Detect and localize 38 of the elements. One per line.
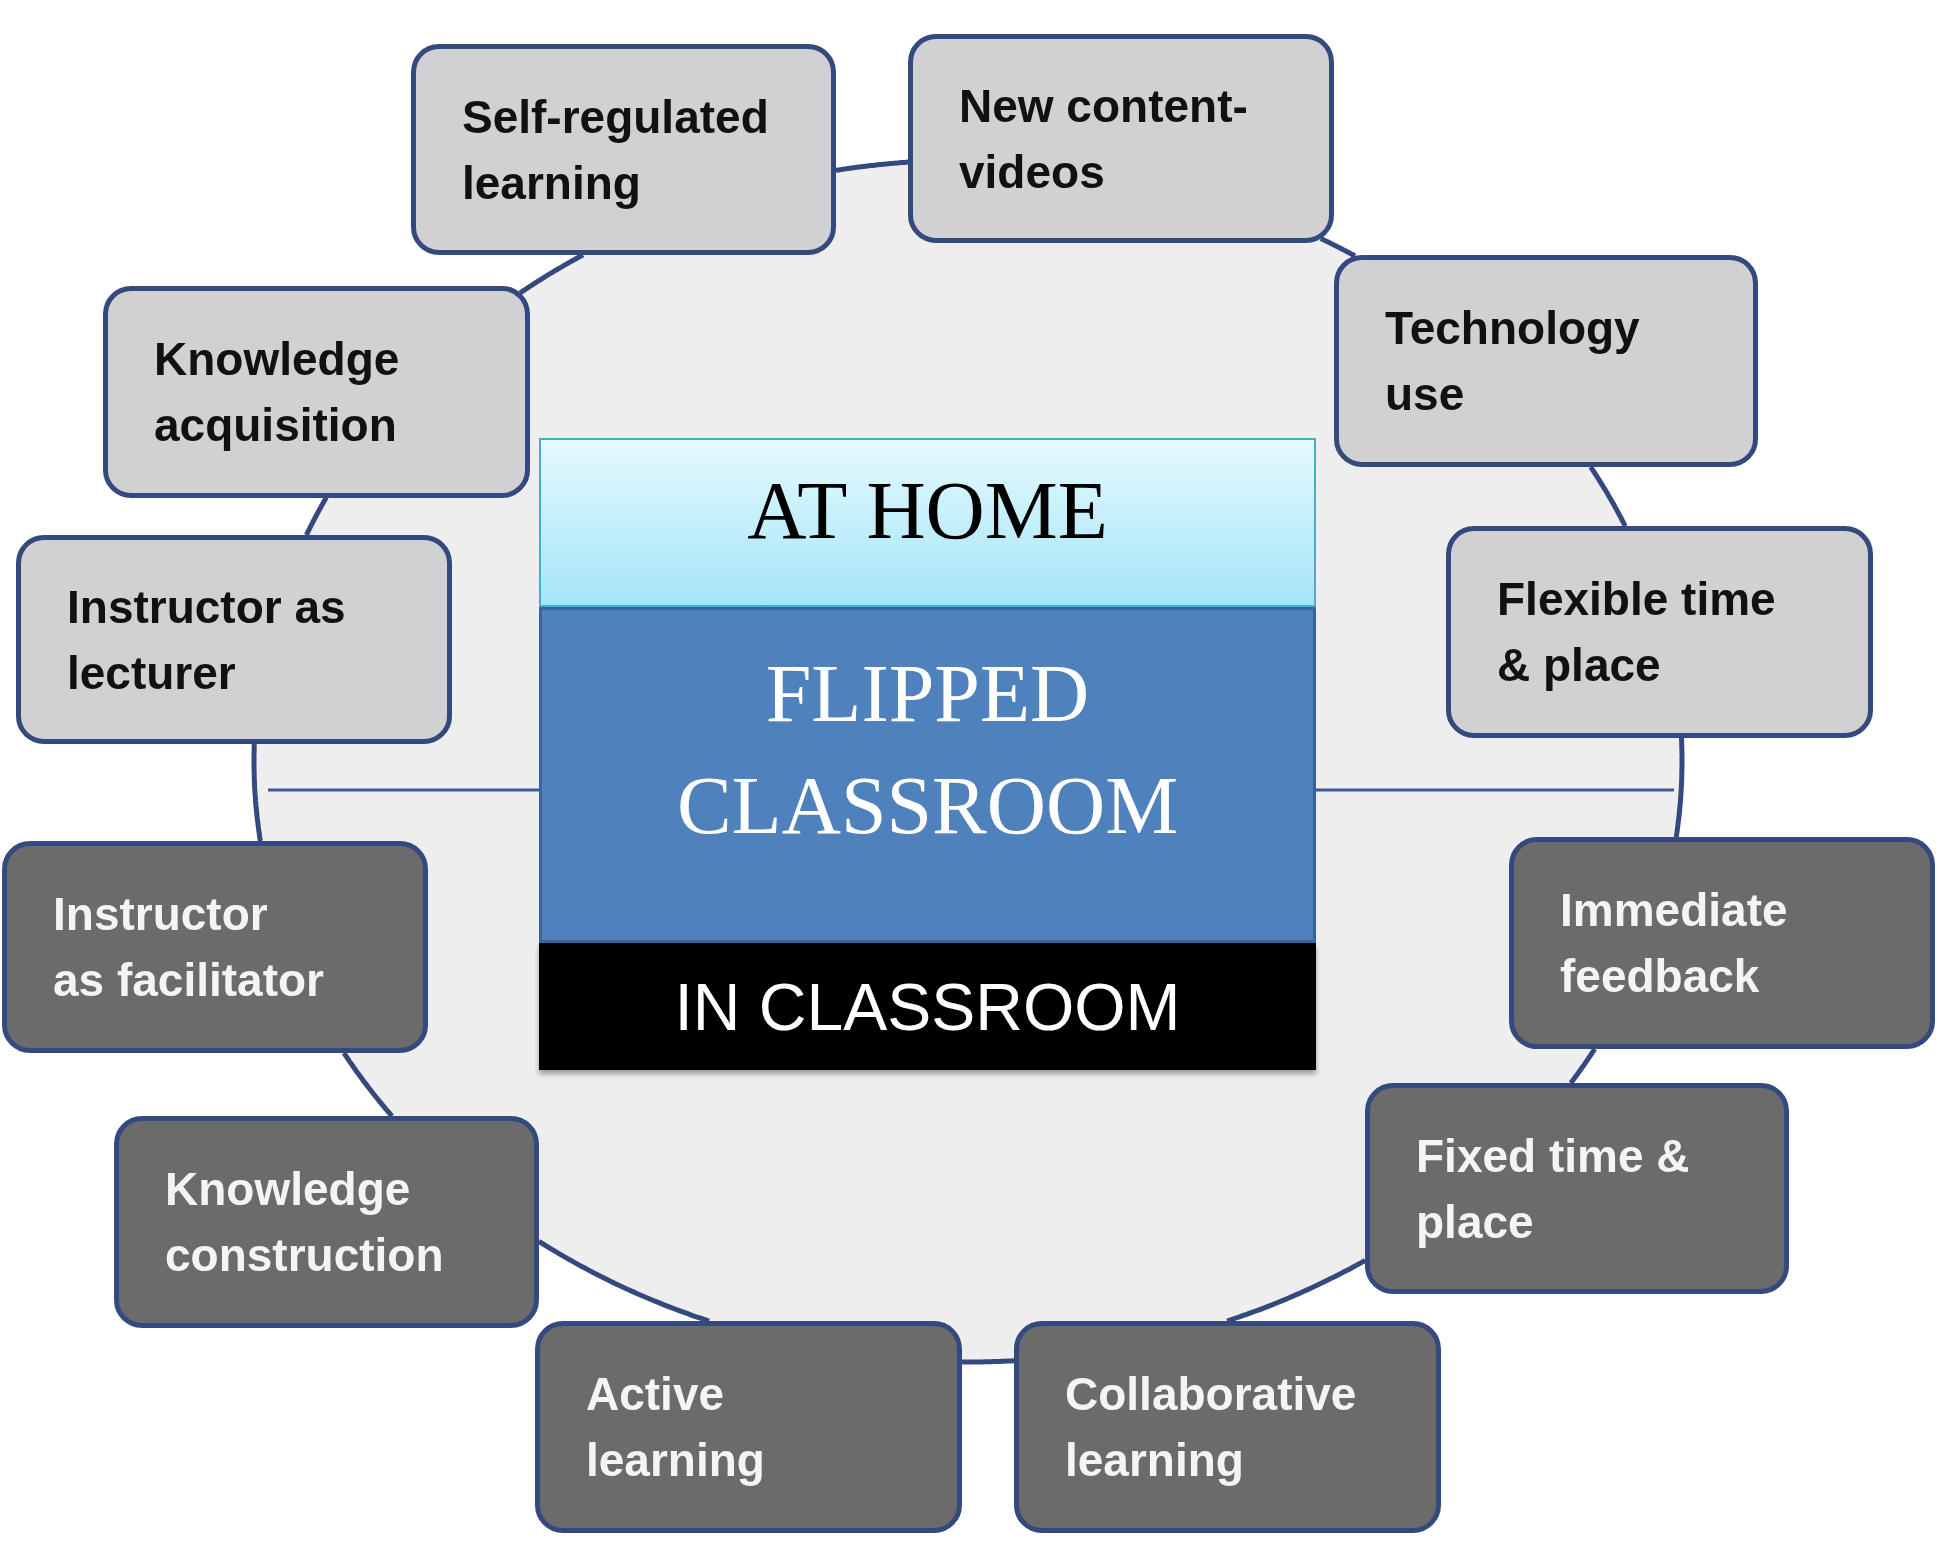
concept-card (16, 535, 452, 744)
concept-card (411, 44, 836, 255)
connector-line (251, 742, 263, 842)
concept-label: Knowledge acquisition (154, 332, 401, 453)
concept-card (1014, 1321, 1441, 1533)
connector-line (1318, 236, 1357, 259)
concept-card (103, 286, 530, 498)
concept-label: Instructor as lecturer (67, 579, 347, 701)
concept-label: Collaborative learning (1065, 1367, 1358, 1488)
connector-line (1568, 1047, 1597, 1085)
concept-card (1509, 837, 1935, 1049)
footer-band (539, 943, 1316, 1070)
concept-label: Instructor as facilitator (53, 887, 325, 1008)
concept-label: Fixed time & place (1416, 1128, 1691, 1250)
concept-card (535, 1321, 962, 1533)
concept-card (1365, 1083, 1789, 1294)
concept-label: Technology use (1385, 301, 1641, 422)
concept-card (908, 34, 1334, 243)
connector-line (834, 159, 909, 173)
title-panel (539, 607, 1316, 943)
connector-line (960, 1358, 1016, 1365)
concept-card (1446, 526, 1873, 738)
band-label: AT HOME (747, 463, 1108, 558)
concept-label: New content- videos (959, 78, 1249, 200)
connector-line (1673, 737, 1685, 839)
concept-card (2, 841, 428, 1053)
concept-label: Active learning (586, 1367, 766, 1488)
concept-label: Knowledge construction (165, 1162, 445, 1283)
connector-line (1588, 465, 1628, 528)
concept-card (114, 1116, 539, 1328)
header-band (539, 438, 1316, 607)
concept-label: Flexible time & place (1497, 572, 1777, 693)
title-text: FLIPPED CLASSROOM (675, 647, 1180, 853)
concept-card (1334, 255, 1758, 467)
concept-label: Immediate feedback (1560, 883, 1789, 1004)
band-label: IN CLASSROOM (674, 968, 1181, 1046)
connector-line (341, 1051, 394, 1118)
concept-label: Self-regulated learning (462, 89, 770, 211)
